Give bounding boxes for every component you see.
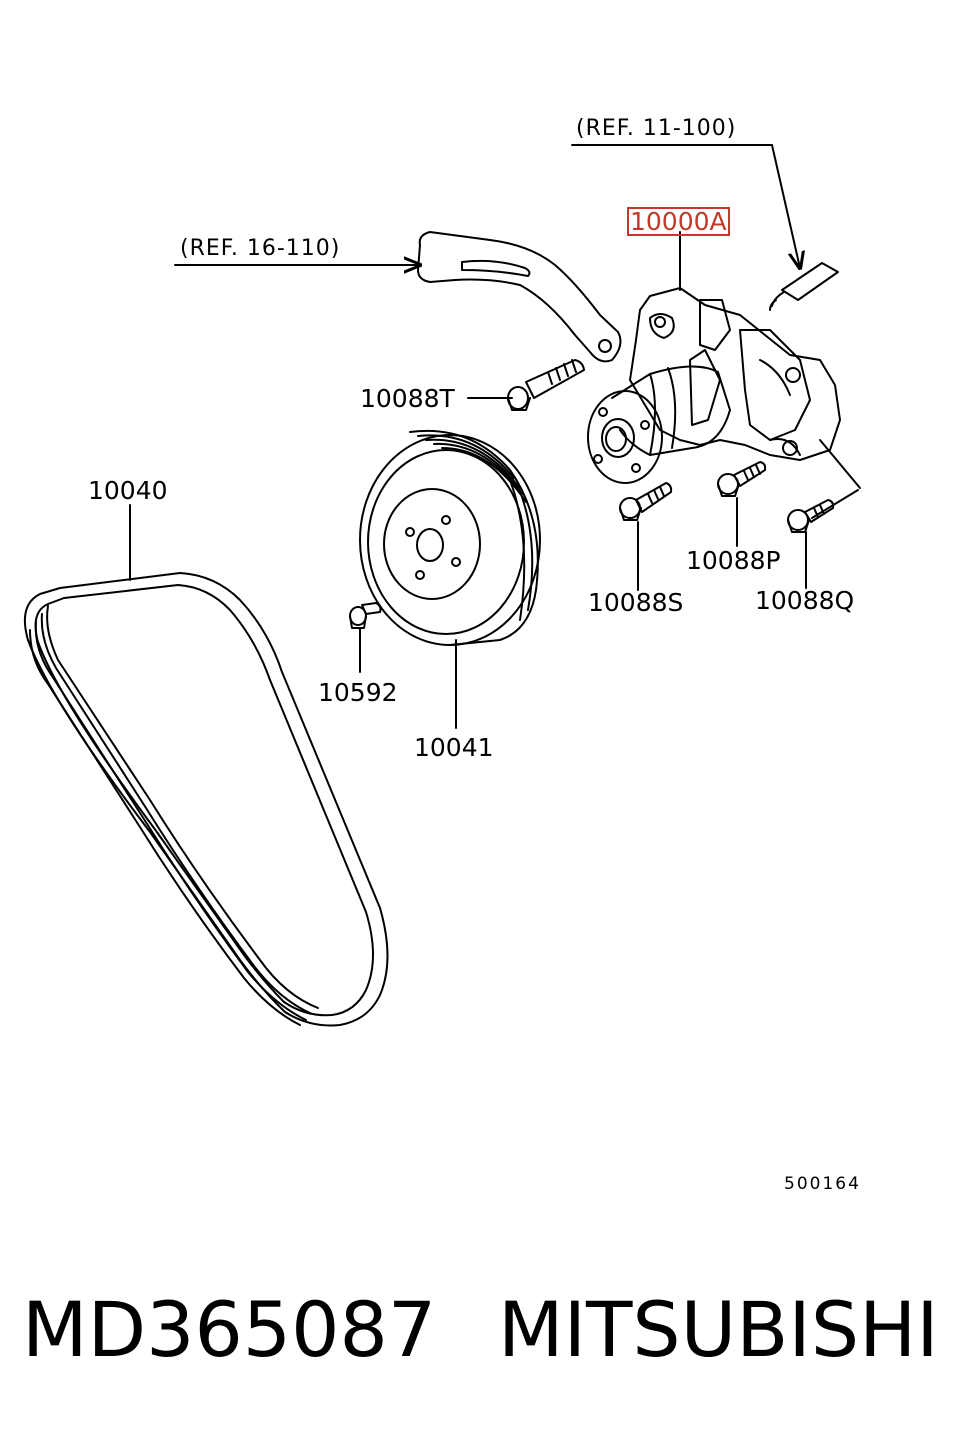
bracket — [418, 232, 620, 361]
water-pump — [588, 288, 840, 483]
bolt-10088s — [620, 483, 671, 520]
part-10040-label[interactable]: 10040 — [88, 476, 168, 505]
bolt-10592 — [350, 603, 381, 628]
bolt-10088p — [718, 462, 765, 496]
ref-top-label: (REF. 11-100) — [576, 116, 737, 141]
belt — [25, 573, 388, 1025]
part-10088q-label[interactable]: 10088Q — [755, 586, 855, 615]
diagram-code: 500164 — [784, 1174, 861, 1194]
part-10041-label[interactable]: 10041 — [414, 733, 494, 762]
ref-top-leader — [572, 145, 800, 268]
part-number: MD365087 — [22, 1285, 437, 1374]
part-10088t-label[interactable]: 10088T — [360, 384, 455, 413]
sealant-tube — [770, 263, 838, 310]
bolt-10088t — [508, 360, 584, 410]
brand-name: MITSUBISHI — [498, 1285, 939, 1374]
part-10592-label[interactable]: 10592 — [318, 678, 398, 707]
part-10088s-label[interactable]: 10088S — [588, 588, 684, 617]
bolt-q-pointer — [812, 490, 858, 518]
part-10000a-label[interactable]: 10000A — [627, 207, 730, 236]
pulley — [360, 431, 540, 645]
bracket-slot — [462, 261, 529, 276]
bracket-hole — [599, 340, 611, 352]
part-10088p-label[interactable]: 10088P — [686, 546, 781, 575]
bolt-10088q — [788, 500, 833, 532]
ref-left-label: (REF. 16-110) — [180, 236, 341, 261]
pump-flange-pointer — [820, 440, 860, 488]
